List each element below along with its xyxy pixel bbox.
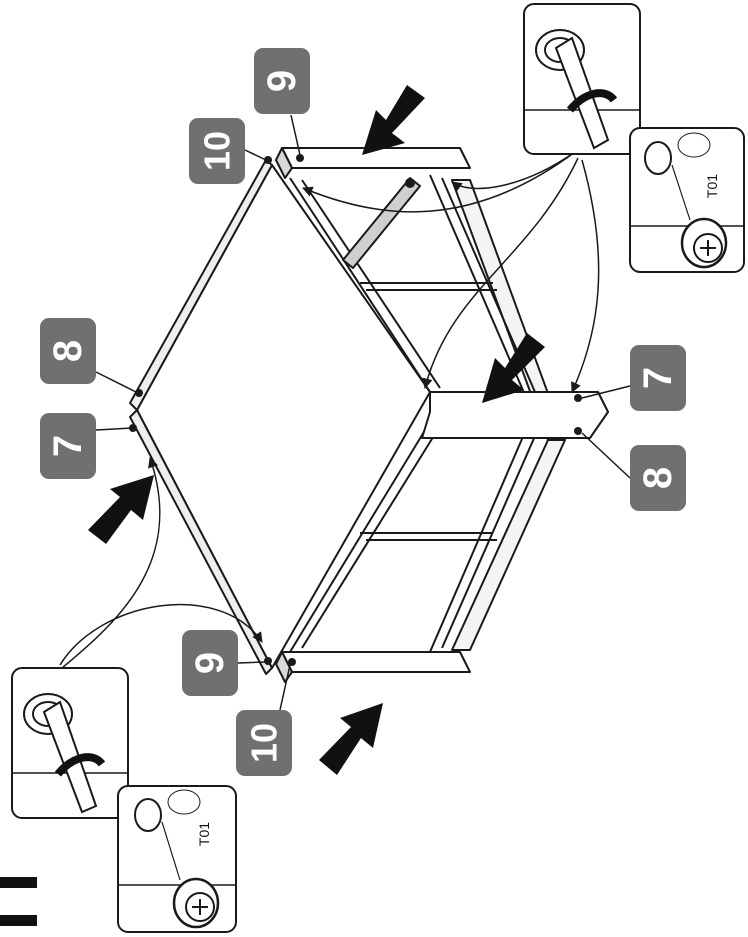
badge-7-top: 7 — [40, 413, 96, 479]
badge-9-bottom-label: 9 — [188, 652, 232, 674]
badge-7-right-label: 7 — [636, 367, 680, 389]
brace — [342, 177, 421, 269]
badge-8-top: 8 — [40, 318, 96, 384]
arrow-middle — [482, 333, 545, 403]
end-leg-bottom — [281, 651, 471, 673]
arrow-top — [362, 85, 425, 155]
page-marker — [0, 877, 37, 926]
screwdriver-callout-lower — [11, 667, 129, 819]
badge-7-right: 7 — [630, 345, 686, 411]
arrow-left — [88, 475, 154, 544]
screwdriver-callout-upper — [523, 3, 641, 155]
badge-9-top: 9 — [254, 48, 310, 114]
screwdriver-icon — [42, 700, 106, 814]
cam-fitting-icon — [172, 877, 220, 929]
top-panel-edge-lower — [129, 409, 273, 675]
hardware-callout-lower: T01 — [117, 785, 237, 933]
dowel-icon — [134, 789, 201, 832]
badge-8-top-label: 8 — [46, 340, 90, 362]
furniture-frame — [129, 147, 609, 683]
badge-8-right: 8 — [630, 445, 686, 511]
callout-arrows — [59, 151, 600, 669]
badge-9-bottom: 9 — [182, 630, 238, 696]
cam-fitting-icon — [680, 217, 728, 269]
badge-10-bottom-label: 10 — [244, 723, 285, 763]
hardware-callout-upper: T01 — [629, 127, 745, 273]
dowel-icon — [644, 132, 711, 175]
arrow-bottom — [319, 703, 383, 775]
right-rail-lower — [451, 439, 566, 651]
push-arrows — [88, 85, 545, 775]
badge-8-right-label: 8 — [636, 467, 680, 489]
hardware-code-upper: T01 — [704, 174, 720, 198]
screwdriver-icon — [554, 36, 618, 150]
hole-markers — [129, 154, 582, 666]
badge-leaders — [95, 114, 631, 711]
badge-10-bottom: 10 — [236, 710, 292, 776]
badge-10-top: 10 — [189, 118, 245, 184]
badge-9-top-label: 9 — [260, 70, 304, 92]
top-panel — [136, 164, 431, 669]
badge-7-top-label: 7 — [46, 435, 90, 457]
badge-10-top-label: 10 — [197, 131, 238, 171]
hardware-code-lower: T01 — [196, 822, 212, 846]
inner-rail-line — [289, 177, 431, 393]
